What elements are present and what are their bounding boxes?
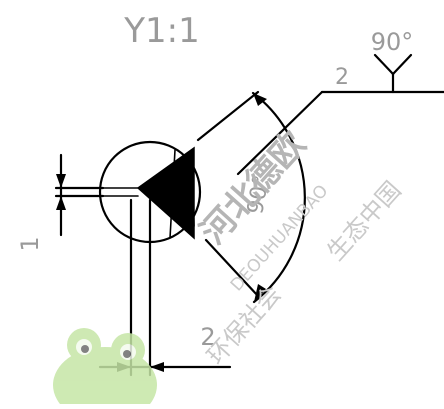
left-gap-dimension xyxy=(54,153,105,237)
weld-leader-dimension: 2 xyxy=(335,65,349,90)
scale-title: Y1:1 xyxy=(123,11,200,51)
weld-symbol xyxy=(236,53,444,176)
left-gap-label: 1 xyxy=(16,236,44,251)
angle-arc xyxy=(251,91,306,304)
weld-angle-label: 90° xyxy=(371,28,414,56)
bottom-dimension-label: 2 xyxy=(200,323,215,351)
frog-mascot-logo xyxy=(53,328,157,409)
leader-line xyxy=(236,90,324,176)
watermark-slogan-b: 生态中国 xyxy=(322,176,407,266)
weld-triangle xyxy=(136,146,195,240)
